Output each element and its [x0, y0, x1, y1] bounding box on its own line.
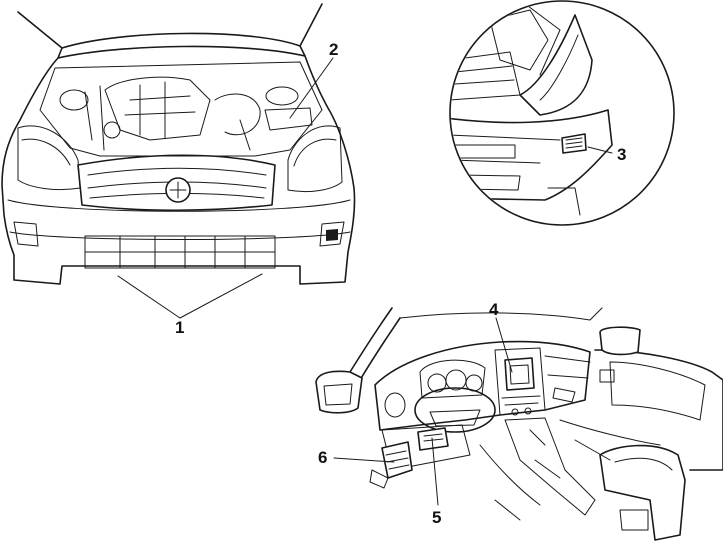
front-grille — [77, 154, 276, 212]
detail-headlight — [519, 14, 593, 116]
callout-2: 2 — [329, 40, 339, 59]
hood — [17, 3, 323, 49]
steering-wheel — [414, 387, 496, 433]
center-stack — [494, 347, 546, 416]
callout-3: 3 — [617, 145, 627, 164]
left-headlight — [17, 125, 81, 191]
callout-6: 6 — [318, 448, 328, 467]
interior-view — [315, 307, 723, 541]
callout-5: 5 — [432, 508, 442, 527]
callout-leaders-interior — [333, 317, 513, 506]
callout-4: 4 — [489, 300, 499, 319]
a-pillar — [349, 307, 401, 381]
passenger-seat — [599, 444, 686, 541]
side-mirror — [315, 370, 363, 414]
passenger-door — [594, 349, 723, 471]
engine-bay — [39, 61, 323, 157]
detail-circle-inset — [449, 0, 675, 226]
front-bumper — [7, 199, 351, 240]
dashboard — [374, 340, 591, 431]
vehicle-front-view — [1, 3, 356, 285]
vehicle-body — [1, 55, 356, 285]
passenger-mirror — [599, 326, 641, 356]
detail-bumper — [451, 109, 613, 201]
callout-1: 1 — [175, 318, 185, 337]
instrument-cluster — [419, 359, 486, 399]
center-console — [504, 417, 596, 516]
right-headlight — [287, 125, 343, 193]
detail-circle — [449, 0, 675, 226]
lower-intake — [84, 235, 276, 269]
callout-leaders-front — [117, 57, 334, 319]
relay-block — [417, 427, 449, 451]
